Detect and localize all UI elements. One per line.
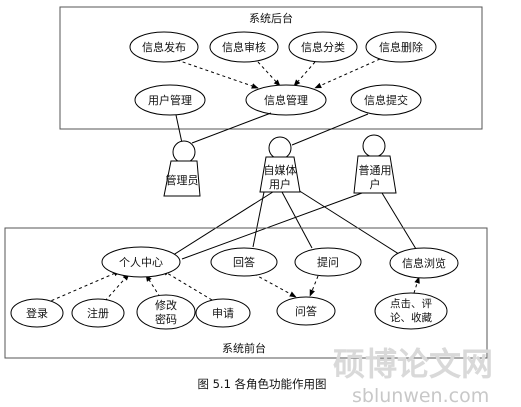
svg-text:信息发布: 信息发布 [142,40,186,54]
use-case-user-mgmt: 用户管理 [134,84,206,116]
use-case-review: 信息审核 [209,31,279,63]
actor-media-user: 自媒体 用户 [259,136,301,193]
use-case-delete: 信息删除 [365,31,437,63]
svg-text:户: 户 [370,177,381,191]
arrow-apply-to-personal [161,269,213,301]
line-normal-browse [381,192,417,250]
figure-caption: 图 5.1 各角色功能作用图 [197,377,326,391]
arrow-delete-to-info-mgmt [314,58,381,89]
svg-text:信息管理: 信息管理 [264,93,308,107]
svg-text:回答: 回答 [233,255,255,269]
arrow-interact-to-browse [413,276,420,294]
watermark: 硕博论文网 sblunwen.com [333,345,493,407]
frontend-system-box [4,227,488,359]
svg-text:修改: 修改 [155,298,177,312]
svg-text:提问: 提问 [317,256,339,269]
use-case-browse: 信息浏览 [389,247,459,279]
backend-system-title: 系统后台 [249,11,293,25]
svg-text:登录: 登录 [26,306,48,320]
backend-system-box [59,6,483,130]
line-normal-personal [181,192,363,260]
use-case-apply: 申请 [195,298,251,328]
backend-dashed-arrows [176,58,381,89]
use-case-classify: 信息分类 [288,31,358,63]
line-media-personal [169,189,277,258]
svg-text:点击、评: 点击、评 [390,298,432,310]
use-case-qa: 问答 [276,296,336,326]
use-case-submit: 信息提交 [350,84,422,116]
svg-text:申请: 申请 [212,307,234,320]
arrow-register-to-personal [104,273,130,302]
arrow-ask-to-qa [309,275,319,297]
use-case-ask: 提问 [294,247,362,277]
use-case-publish: 信息发布 [129,31,199,63]
line-media-submit [291,113,369,146]
svg-text:自媒体: 自媒体 [264,163,297,177]
arrow-modify-to-personal [145,274,161,298]
line-admin-user-mgmt [175,114,183,144]
arrow-publish-to-info-mgmt [176,59,259,89]
line-media-answer [252,191,265,248]
line-admin-info-mgmt [191,112,272,144]
arrow-login-to-personal [45,270,121,304]
svg-text:管理员: 管理员 [166,173,199,187]
svg-text:问答: 问答 [295,304,317,318]
use-case-info-mgmt: 信息管理 [245,84,327,116]
svg-text:信息审核: 信息审核 [222,40,266,54]
svg-text:个人中心: 个人中心 [119,256,163,269]
use-case-answer: 回答 [210,247,278,277]
svg-text:论、收藏: 论、收藏 [390,311,432,324]
use-case-login: 登录 [10,298,64,328]
use-case-modify-password: 修改 密码 [136,294,196,330]
line-media-ask [281,191,313,249]
svg-text:注册: 注册 [87,306,109,320]
use-case-register: 注册 [71,298,125,328]
actor-admin: 管理员 [163,140,201,197]
line-media-browse [297,189,403,257]
use-case-personal-center: 个人中心 [101,246,181,278]
svg-text:信息浏览: 信息浏览 [402,256,446,270]
frontend-system-title: 系统前台 [222,341,266,355]
svg-text:信息提交: 信息提交 [364,93,408,107]
use-case-click-comment-collect: 点击、评 论、收藏 [374,292,448,330]
arrow-classify-to-info-mgmt [293,61,316,87]
association-lines [169,112,417,260]
arrow-review-to-info-mgmt [257,61,281,87]
svg-text:用户管理: 用户管理 [148,93,192,107]
svg-text:硕博论文网: 硕博论文网 [333,345,493,383]
arrow-answer-to-qa [253,273,297,298]
svg-text:用户: 用户 [269,177,291,191]
frontend-dashed-arrows [45,269,420,304]
svg-text:密码: 密码 [155,312,177,326]
actor-normal-user: 普通用 户 [353,134,397,194]
svg-text:普通用: 普通用 [359,163,392,177]
svg-text:信息删除: 信息删除 [379,40,423,54]
svg-text:信息分类: 信息分类 [301,40,345,54]
svg-text:sblunwen.com: sblunwen.com [352,385,489,407]
